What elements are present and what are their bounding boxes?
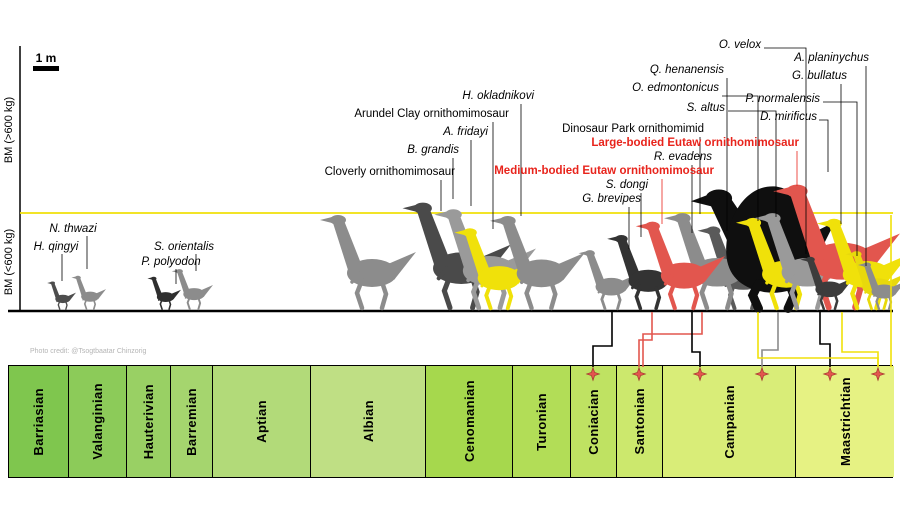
timescale-stage-label: Maastrichtian xyxy=(837,376,853,466)
timescale-stage-label: Coniacian xyxy=(586,388,601,455)
timescale: Barriasian Valanginian Hauterivian Barremia… xyxy=(8,365,894,478)
taxon-label-cloverly-ornithomimosaur: Cloverly ornithomimosaur xyxy=(325,166,456,178)
range-connector xyxy=(841,312,879,367)
dinosaur-silhouette-o-edmontonicus xyxy=(736,218,829,308)
range-connector xyxy=(642,312,703,367)
dinosaur-silhouette-dinosaur-park-ornithomimid xyxy=(664,213,762,308)
range-connector xyxy=(592,312,613,367)
taxon-label-large-bodied-eutaw-ornithomimosaur: Large-bodied Eutaw ornithomimosaur xyxy=(591,137,799,149)
photo-credit: Photo credit: @Tsogtbaatar Chinzorig xyxy=(30,348,147,355)
timescale-stage-maastrichtian: Maastrichtian xyxy=(796,366,894,477)
taxon-label-p-polyodon: P. polyodon xyxy=(141,256,200,268)
leader-lines-layer xyxy=(61,47,867,284)
timescale-stage-hauterivian: Hauterivian xyxy=(127,366,171,477)
axis-label-upper: BM (>600 kg) xyxy=(3,97,15,163)
taxon-label-q-henanensis: Q. henanensis xyxy=(650,64,724,76)
timescale-stage-cenomanian: Cenomanian xyxy=(426,366,513,477)
dinosaur-silhouette-b-grandis xyxy=(403,203,511,308)
range-connectors-layer xyxy=(592,215,892,367)
taxon-label-n-thwazi: N. thwazi xyxy=(49,223,97,235)
dinosaur-silhouette-q-henanensis xyxy=(695,224,784,311)
timescale-stage-label: Cenomanian xyxy=(461,380,477,463)
taxon-label-medium-bodied-eutaw-ornithomimosaur: Medium-bodied Eutaw ornithomimosaur xyxy=(494,165,714,177)
dinosaur-silhouette-s-altus xyxy=(754,213,852,308)
timescale-stage-albian: Albian xyxy=(311,366,426,477)
leader-line-o-edmontonicus xyxy=(722,95,759,221)
timescale-stage-label: Valanginian xyxy=(90,383,105,460)
dinosaur-silhouette-a-planinychus xyxy=(856,261,900,311)
dinosaur-silhouette-s-dongi xyxy=(605,233,685,311)
taxon-label-s-orientalis: S. orientalis xyxy=(154,241,214,253)
timescale-stage-barriasian: Barriasian xyxy=(9,366,69,477)
taxon-label-g-bullatus: G. bullatus xyxy=(792,70,847,82)
silhouettes-layer xyxy=(46,185,900,311)
taxon-label-b-grandis: B. grandis xyxy=(407,144,459,156)
taxon-label-a-planinychus: A. planinychus xyxy=(793,52,869,64)
taxon-label-s-altus: S. altus xyxy=(687,102,726,114)
range-connector xyxy=(691,312,701,367)
dinosaur-silhouette-d-mirificus xyxy=(691,186,835,308)
taxon-label-h-qingyi: H. qingyi xyxy=(34,241,79,253)
dinosaur-silhouette-p-normalensis xyxy=(844,249,900,311)
taxon-label-h-okladnikovi: H. okladnikovi xyxy=(462,90,534,102)
dinosaur-silhouette-large-bodied-eutaw-ornithomimosaur xyxy=(773,185,900,308)
range-connector xyxy=(819,312,831,367)
dinosaur-silhouette-cloverly-ornithomimosaur xyxy=(320,215,416,308)
dinosaur-silhouette-a-fridayi xyxy=(434,209,536,308)
taxa-labels-layer: N. thwazi H. qingyi S. orientalis P. polyod… xyxy=(34,39,870,268)
dinosaur-silhouette-g-brevipes xyxy=(577,248,641,311)
axis-label-lower: BM (<600 kg) xyxy=(3,229,15,295)
leader-line-d-mirificus xyxy=(819,119,829,172)
taxon-label-g-brevipes: G. brevipes xyxy=(582,193,641,205)
dinosaur-silhouette-s-orientalis xyxy=(170,268,214,311)
taxon-label-arundel-clay-ornithomimosaur: Arundel Clay ornithomimosaur xyxy=(354,108,509,120)
timescale-stage-turonian: Turonian xyxy=(513,366,571,477)
scale-bar-label: 1 m xyxy=(36,51,57,65)
timescale-stage-santonian: Santonian xyxy=(617,366,663,477)
timescale-stage-label: Aptian xyxy=(254,400,269,443)
timescale-stage-label: Barriasian xyxy=(31,387,46,456)
taxon-label-p-normalensis: P. normalensis xyxy=(745,93,820,105)
dinosaur-silhouette-h-qingyi xyxy=(46,280,77,311)
timescale-stage-valanginian: Valanginian xyxy=(69,366,127,477)
timescale-stage-aptian: Aptian xyxy=(213,366,311,477)
timescale-stage-label: Santonian xyxy=(632,388,647,455)
timescale-stage-barremian: Barremian xyxy=(171,366,213,477)
taxon-label-dinosaur-park-ornithomimid: Dinosaur Park ornithomimid xyxy=(562,123,704,135)
dinosaur-silhouette-p-polyodon xyxy=(146,275,182,311)
timescale-stage-label: Turonian xyxy=(534,392,549,451)
timescale-stage-campanian: Campanian xyxy=(663,366,796,477)
scale-bar xyxy=(33,66,59,71)
taxon-label-o-edmontonicus: O. edmontonicus xyxy=(632,82,719,94)
dinosaur-silhouette-o-velox xyxy=(798,255,856,311)
timescale-stage-label: Albian xyxy=(360,400,376,443)
leader-line-o-velox xyxy=(764,47,807,254)
timescale-stage-label: Hauterivian xyxy=(141,383,156,460)
range-connector xyxy=(638,312,653,367)
taxon-label-o-velox: O. velox xyxy=(719,39,762,51)
dinosaur-silhouette-h-okladnikovi xyxy=(490,216,585,308)
dinosaur-silhouette-g-bullatus xyxy=(817,219,900,308)
leader-line-s-altus xyxy=(728,110,777,217)
leader-line-p-normalensis xyxy=(823,101,858,256)
timescale-stage-label: Barremian xyxy=(184,387,199,456)
timescale-stage-coniacian: Coniacian xyxy=(571,366,617,477)
taxon-label-s-dongi: S. dongi xyxy=(606,179,649,191)
range-connector xyxy=(761,312,779,367)
dinosaur-silhouette-n-thwazi xyxy=(70,274,107,311)
taxon-label-d-mirificus: D. mirificus xyxy=(760,111,817,123)
taxon-label-a-fridayi: A. fridayi xyxy=(442,126,488,138)
dinosaur-silhouette-arundel-clay-ornithomimosaur xyxy=(452,226,539,311)
dinosaur-silhouette-medium-bodied-eutaw-ornithomimosaur xyxy=(636,222,725,308)
taxon-label-r-evadens: R. evadens xyxy=(654,151,712,163)
timescale-stage-label: Campanian xyxy=(721,384,737,459)
range-connector xyxy=(757,312,879,367)
